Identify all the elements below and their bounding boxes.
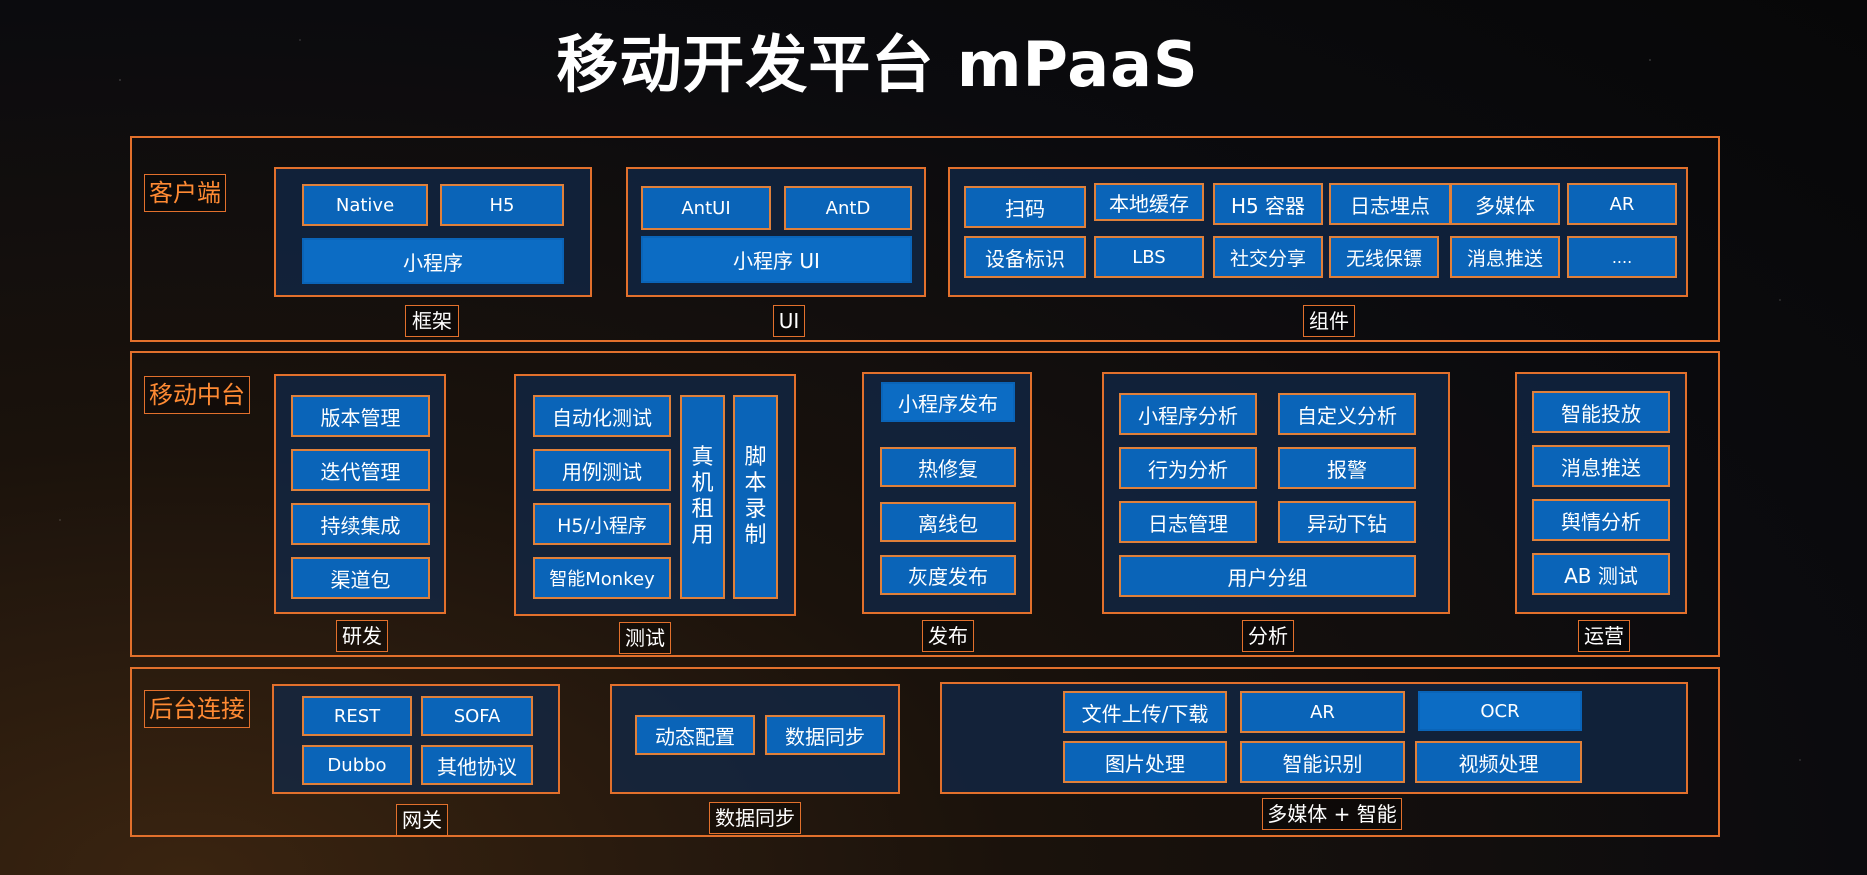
ops-ab-test: AB 测试	[1532, 553, 1670, 595]
publish-hotfix: 热修复	[880, 447, 1016, 487]
sync-data-sync: 数据同步	[765, 715, 885, 755]
media-image-processing: 图片处理	[1063, 741, 1227, 783]
caption-rd: 研发	[336, 620, 388, 652]
media-ocr: OCR	[1418, 691, 1582, 731]
analysis-drilldown: 异动下钻	[1278, 501, 1416, 543]
caption-media: 多媒体 + 智能	[1262, 798, 1402, 830]
caption-ui: UI	[773, 305, 805, 337]
analysis-behavior: 行为分析	[1119, 447, 1257, 489]
ui-antd: AntD	[784, 186, 912, 230]
component-more: ....	[1567, 236, 1677, 278]
component-h5-container: H5 容器	[1213, 183, 1323, 225]
device-rent-char: 真	[691, 445, 714, 470]
gateway-rest: REST	[302, 696, 412, 736]
component-log-tracking: 日志埋点	[1329, 183, 1451, 225]
media-video-processing: 视频处理	[1415, 741, 1582, 783]
test-script-record: 脚 本 录 制	[733, 395, 778, 599]
publish-offline-pkg: 离线包	[880, 502, 1016, 542]
section-label-client: 客户端	[144, 174, 226, 212]
test-device-rent: 真 机 租 用	[680, 395, 725, 599]
media-file-upload: 文件上传/下载	[1063, 691, 1227, 733]
publish-gray-release: 灰度发布	[880, 555, 1016, 595]
device-rent-char: 用	[691, 523, 714, 548]
framework-miniprogram: 小程序	[302, 238, 564, 284]
publish-miniprogram: 小程序发布	[881, 382, 1015, 422]
page-title: 移动开发平台 mPaaS	[556, 28, 1199, 101]
rd-ci: 持续集成	[291, 503, 430, 545]
gateway-sofa: SOFA	[421, 696, 533, 736]
analysis-custom: 自定义分析	[1278, 393, 1416, 435]
caption-gateway: 网关	[396, 804, 448, 836]
analysis-log-mgmt: 日志管理	[1119, 501, 1257, 543]
analysis-alarm: 报警	[1278, 447, 1416, 489]
client-layer	[130, 136, 1720, 342]
test-smart-monkey: 智能Monkey	[533, 557, 671, 599]
component-ar: AR	[1567, 183, 1677, 225]
ui-miniprogram-ui: 小程序 UI	[641, 236, 912, 283]
component-multimedia: 多媒体	[1450, 183, 1560, 225]
sync-dynamic-config: 动态配置	[635, 715, 755, 755]
backend-layer	[130, 667, 1720, 837]
media-ar: AR	[1240, 691, 1405, 733]
gateway-other: 其他协议	[421, 745, 533, 785]
test-automation: 自动化测试	[533, 395, 671, 437]
caption-publish: 发布	[922, 620, 974, 652]
device-rent-char: 租	[691, 497, 714, 522]
rd-version-mgmt: 版本管理	[291, 395, 430, 437]
ops-smart-delivery: 智能投放	[1532, 391, 1670, 433]
test-case: 用例测试	[533, 449, 671, 491]
rd-iteration-mgmt: 迭代管理	[291, 449, 430, 491]
framework-h5: H5	[440, 184, 564, 226]
device-rent-char: 机	[691, 471, 714, 496]
component-scan: 扫码	[964, 186, 1086, 228]
caption-components: 组件	[1303, 305, 1355, 337]
caption-test: 测试	[619, 622, 671, 654]
test-h5-miniprogram: H5/小程序	[533, 503, 671, 545]
middle-layer	[130, 351, 1720, 657]
ui-antui: AntUI	[641, 186, 771, 230]
script-record-char: 录	[744, 497, 767, 522]
media-smart-recognition: 智能识别	[1240, 741, 1405, 783]
component-social-share: 社交分享	[1213, 236, 1323, 278]
section-label-backend: 后台连接	[144, 690, 250, 728]
caption-framework: 框架	[405, 305, 459, 337]
caption-analysis: 分析	[1242, 620, 1294, 652]
analysis-miniprogram: 小程序分析	[1119, 393, 1257, 435]
component-push: 消息推送	[1450, 236, 1560, 278]
script-record-char: 本	[744, 471, 767, 496]
gateway-dubbo: Dubbo	[302, 745, 412, 785]
ops-push: 消息推送	[1532, 445, 1670, 487]
component-wireless-guard: 无线保镖	[1329, 236, 1439, 278]
section-label-middle: 移动中台	[144, 376, 250, 414]
framework-native: Native	[302, 184, 428, 226]
rd-channel-pkg: 渠道包	[291, 557, 430, 599]
script-record-char: 脚	[744, 445, 767, 470]
component-device-id: 设备标识	[964, 236, 1086, 278]
caption-sync: 数据同步	[709, 802, 801, 834]
ops-sentiment: 舆情分析	[1532, 499, 1670, 541]
component-local-cache: 本地缓存	[1094, 183, 1204, 221]
caption-ops: 运营	[1578, 620, 1630, 652]
component-lbs: LBS	[1094, 236, 1204, 278]
analysis-user-group: 用户分组	[1119, 555, 1416, 597]
script-record-char: 制	[744, 523, 767, 548]
